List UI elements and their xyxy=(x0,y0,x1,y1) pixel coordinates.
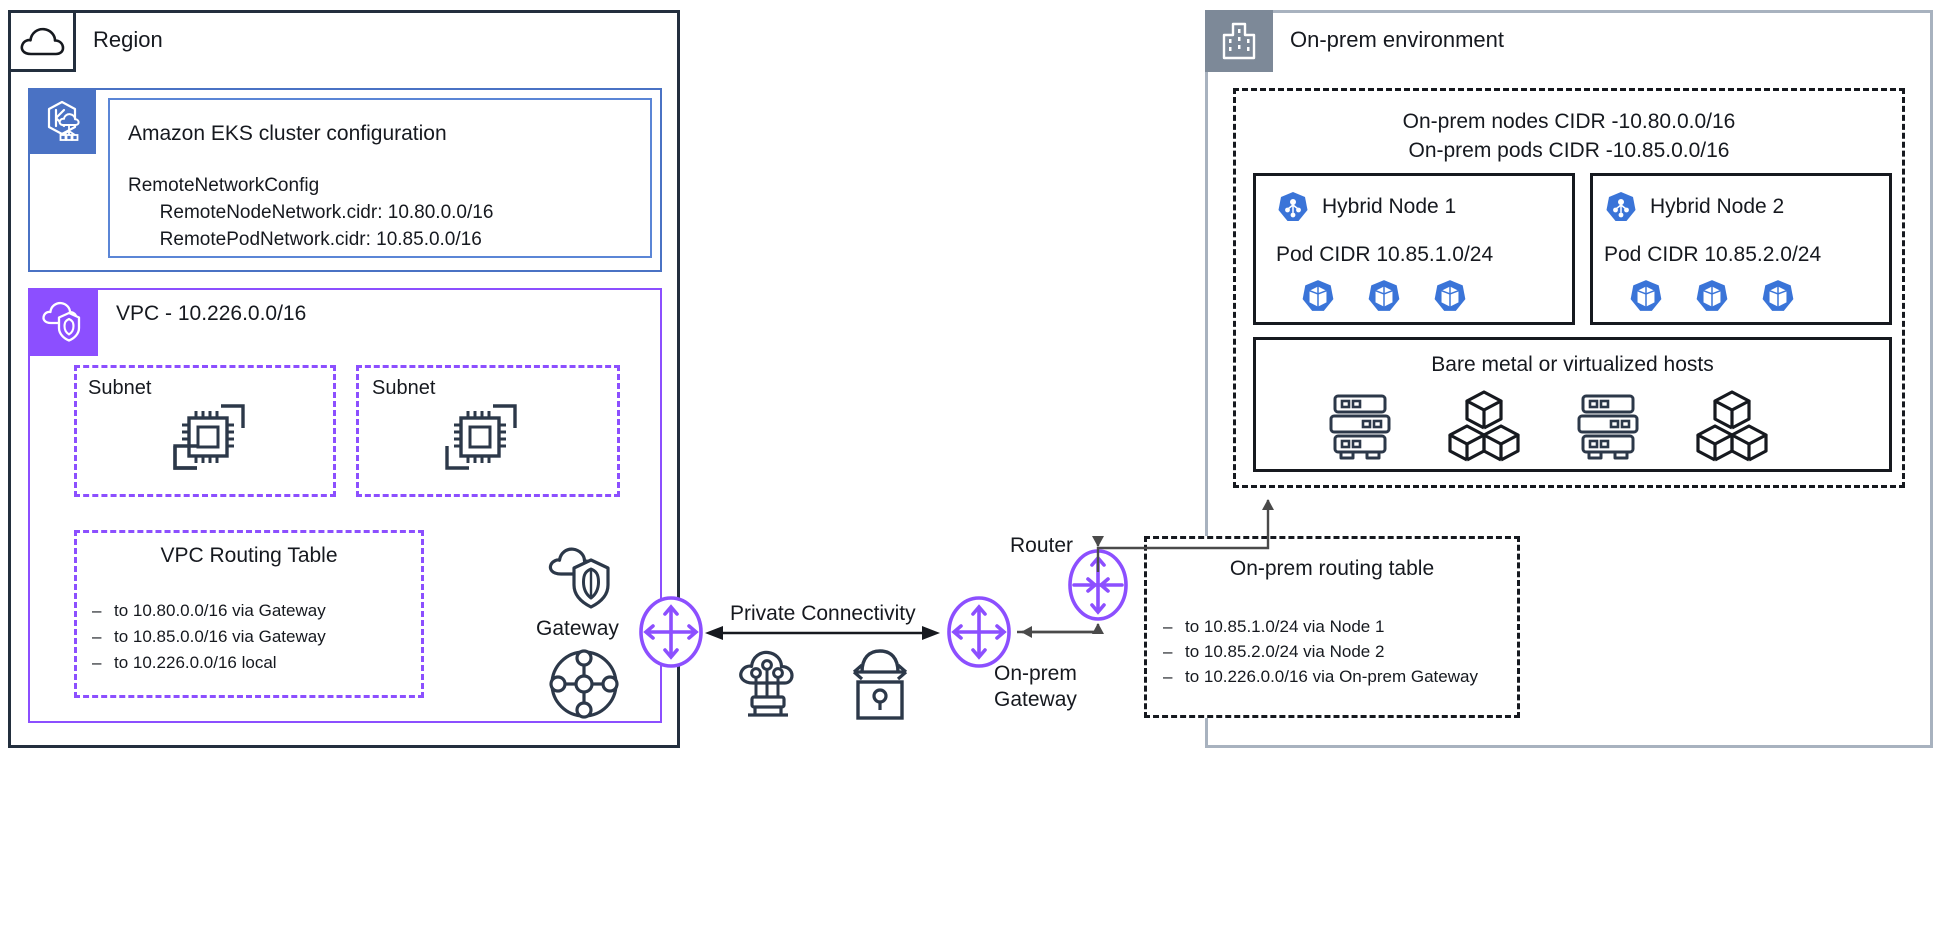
bullet-dash: – xyxy=(92,627,102,646)
subnet-label-2: Subnet xyxy=(372,377,436,399)
bare-metal-hosts-title: Bare metal or virtualized hosts xyxy=(1431,353,1714,376)
onprem-nodes-cidr: On-prem nodes CIDR -10.80.0.0/16 xyxy=(1402,110,1736,133)
vpc-routing-table-box xyxy=(74,530,424,698)
bullet-dash: – xyxy=(92,601,102,620)
server-rack-icon xyxy=(1325,388,1395,464)
onprem-routing-table-rows: – to 10.85.1.0/24 via Node 1 – to 10.85.… xyxy=(1163,614,1478,689)
subnet-label-1: Subnet xyxy=(88,377,152,399)
onprem-pods-cidr: On-prem pods CIDR -10.85.0.0/16 xyxy=(1408,139,1730,162)
amazon-eks-icon xyxy=(28,88,96,154)
hybrid-node-title-1: Hybrid Node 1 xyxy=(1322,195,1457,218)
bullet-dash: – xyxy=(1163,617,1173,636)
pod-icons-group-2 xyxy=(1628,278,1796,314)
onprem-environment-title: On-prem environment xyxy=(1290,27,1504,52)
pod-icon xyxy=(1300,278,1336,314)
vpc-icon xyxy=(28,288,98,356)
vpc-title: VPC - 10.226.0.0/16 xyxy=(116,302,307,325)
gateway-arrows-icon xyxy=(639,596,703,668)
double-headed-arrow-icon xyxy=(705,625,940,641)
route-text: to 10.226.0.0/16 via On-prem Gateway xyxy=(1185,667,1478,686)
eks-remote-network-config: RemoteNetworkConfig RemoteNodeNetwork.ci… xyxy=(128,175,494,250)
table-row: – to 10.226.0.0/16 via On-prem Gateway xyxy=(1163,664,1478,689)
bullet-dash: – xyxy=(1163,642,1173,661)
eks-config-title: Amazon EKS cluster configuration xyxy=(128,122,447,145)
ec2-instances-icon xyxy=(165,398,255,478)
router-label: Router xyxy=(1010,534,1074,557)
route-text: to 10.85.1.0/24 via Node 1 xyxy=(1185,617,1385,636)
route-text: to 10.226.0.0/16 local xyxy=(114,653,277,672)
network-mesh-icon xyxy=(548,648,620,720)
onprem-routing-table-title: On-prem routing table xyxy=(1229,557,1435,580)
vpn-lock-icon xyxy=(840,638,920,722)
route-text: to 10.85.2.0/24 via Node 2 xyxy=(1185,642,1385,661)
onprem-gateway-label-line1: On-prem xyxy=(994,662,1077,685)
pod-icon xyxy=(1628,278,1664,314)
table-row: – to 10.80.0.0/16 via Gateway xyxy=(92,598,326,624)
onprem-gateway-label-line2: Gateway xyxy=(994,688,1077,711)
hybrid-node-title-2: Hybrid Node 2 xyxy=(1650,195,1785,218)
region-title: Region xyxy=(93,27,163,52)
hybrid-node-header-1: Hybrid Node 1 xyxy=(1276,190,1456,224)
table-row: – to 10.85.0.0/16 via Gateway xyxy=(92,624,326,650)
hybrid-node-pod-cidr-1: Pod CIDR 10.85.1.0/24 xyxy=(1276,243,1494,266)
vpc-routing-table-title: VPC Routing Table xyxy=(160,544,338,567)
vpc-routing-table-rows: – to 10.80.0.0/16 via Gateway – to 10.85… xyxy=(92,598,326,676)
router-arrows-icon xyxy=(1067,549,1129,621)
onprem-cidr-lines: On-prem nodes CIDR -10.80.0.0/16 On-prem… xyxy=(1233,107,1905,165)
pod-icon xyxy=(1366,278,1402,314)
building-icon xyxy=(1205,10,1273,72)
route-text: to 10.80.0.0/16 via Gateway xyxy=(114,601,326,620)
subnet-box-2 xyxy=(356,365,620,497)
server-rack-icon xyxy=(1573,388,1643,464)
pod-icon xyxy=(1760,278,1796,314)
bullet-dash: – xyxy=(92,653,102,672)
kubernetes-node-icon xyxy=(1276,190,1310,224)
hybrid-node-header-2: Hybrid Node 2 xyxy=(1604,190,1784,224)
pod-icons-group-1 xyxy=(1300,278,1468,314)
pod-icon xyxy=(1432,278,1468,314)
direct-connect-cloud-icon xyxy=(735,641,815,721)
cubes-icon xyxy=(1695,388,1769,464)
eks-config-inner-box xyxy=(108,98,652,258)
pod-icon xyxy=(1694,278,1730,314)
ec2-instances-icon xyxy=(437,398,527,478)
bullet-dash: – xyxy=(1163,667,1173,686)
gateway-label: Gateway xyxy=(536,617,619,640)
cubes-icon xyxy=(1447,388,1521,464)
cloud-icon xyxy=(8,10,76,72)
route-text: to 10.85.0.0/16 via Gateway xyxy=(114,627,326,646)
private-connectivity-label: Private Connectivity xyxy=(730,602,916,625)
gateway-arrows-icon xyxy=(947,596,1011,668)
kubernetes-node-icon xyxy=(1604,190,1638,224)
subnet-box-1 xyxy=(74,365,336,497)
bare-metal-hosts-icons xyxy=(1325,388,1825,464)
bare-metal-hosts-box xyxy=(1253,337,1892,472)
table-row: – to 10.226.0.0/16 local xyxy=(92,650,326,676)
onprem-routing-table-box xyxy=(1144,536,1520,718)
table-row: – to 10.85.1.0/24 via Node 1 xyxy=(1163,614,1478,639)
table-row: – to 10.85.2.0/24 via Node 2 xyxy=(1163,639,1478,664)
hybrid-node-pod-cidr-2: Pod CIDR 10.85.2.0/24 xyxy=(1604,243,1822,266)
cloud-shield-icon xyxy=(545,538,623,614)
onprem-gateway-label: On-prem Gateway xyxy=(994,661,1077,713)
